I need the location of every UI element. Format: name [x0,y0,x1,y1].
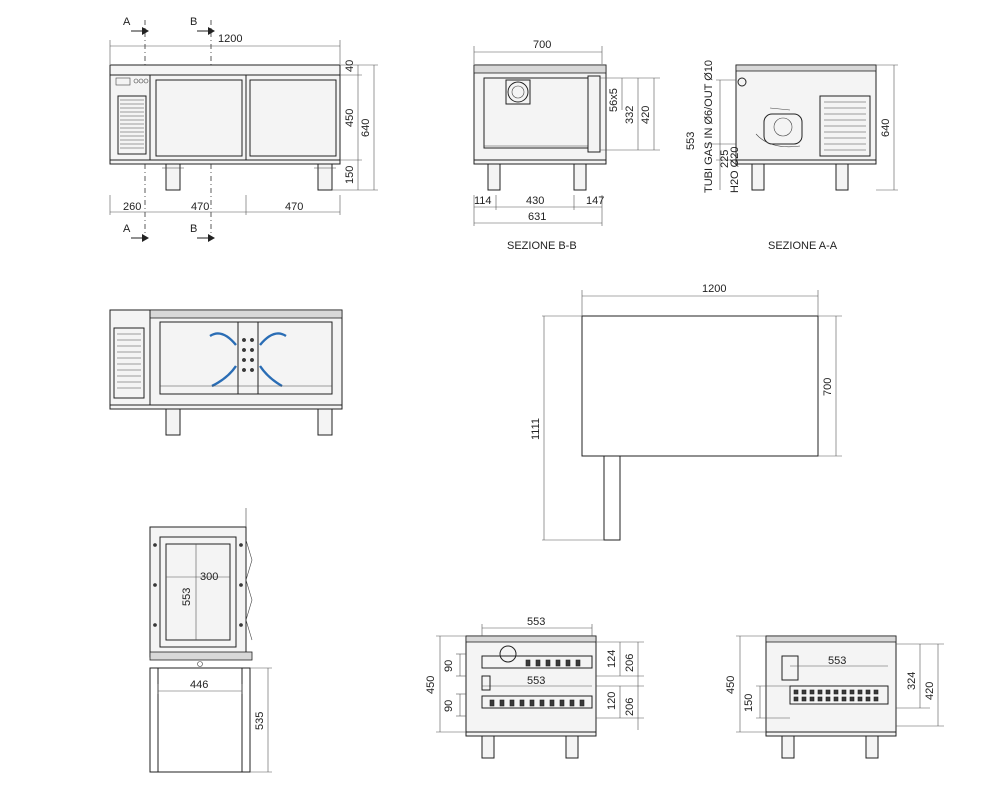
front-seg-left-label: 260 [123,201,141,213]
front-seg-right-label: 470 [285,201,303,213]
front-leg-height-label: 150 [344,166,356,184]
drawer-553-label: 553 [181,588,193,606]
bb-56x5-label: 56x5 [608,88,620,112]
tray2-right-420-label: 420 [924,682,936,700]
top-plan: 1200 700 1111 [530,283,842,541]
tray-view-1: 553 553 450 90 90 [425,616,644,759]
front-elevation: A B A B 1200 [109,16,378,242]
tray2-left-450-label: 450 [725,676,737,694]
bb-631-label: 631 [528,211,546,223]
tray2-553-label: 553 [828,655,846,667]
plan-width-label: 1200 [702,283,726,295]
section-marker-b-top: B [190,16,197,28]
aa-553-label: 553 [685,132,697,150]
drawer-535-label: 535 [254,712,266,730]
bb-332-label: 332 [624,106,636,124]
tray1-mid-553-label: 553 [527,675,545,687]
bb-section-title: SEZIONE B-B [507,240,577,252]
section-marker-a-bottom: A [123,223,131,235]
bb-420-label: 420 [640,106,652,124]
tray1-left-90-top-label: 90 [443,660,455,672]
plan-depth-label: 700 [822,378,834,396]
tray1-top-553-label: 553 [527,616,545,628]
tray1-right-206-top-label: 206 [624,654,636,672]
aa-225-label: 225 [719,150,731,168]
tray1-left-450-label: 450 [425,676,437,694]
tray1-right-124-label: 124 [606,650,618,668]
section-aa: 553 TUBI GAS IN Ø6/OUT Ø10 225 H2O Ø20 6… [685,60,898,252]
front-body-height-label: 450 [344,109,356,127]
drawer-300-label: 300 [200,571,218,583]
aa-section-title: SEZIONE A-A [768,240,838,252]
tray1-right-206-bottom-label: 206 [624,698,636,716]
aa-h2o-label: H2O Ø20 [729,147,741,193]
front-total-height-label: 640 [360,119,372,137]
section-bb: 700 56x5 332 420 114 430 147 631 SEZIONE… [473,39,660,252]
front-seg-mid-label: 470 [191,201,209,213]
tray1-right-120-label: 120 [606,692,618,710]
tray1-left-90-bottom-label: 90 [443,700,455,712]
aa-gas-pipes-label: TUBI GAS IN Ø6/OUT Ø10 [703,60,715,193]
bb-depth-label: 700 [533,39,551,51]
section-marker-b-bottom: B [190,223,197,235]
tray2-left-150-label: 150 [743,694,755,712]
bb-114-label: 114 [474,195,492,207]
tray2-right-324-label: 324 [906,672,918,690]
section-marker-a-top: A [123,16,131,28]
plan-total-label: 1111 [530,418,542,440]
front-width-label: 1200 [218,33,242,45]
aa-height-label: 640 [880,119,892,137]
drawer-446-label: 446 [190,679,208,691]
airflow-elevation [109,309,343,436]
drawer-section: 300 553 446 535 [149,508,272,773]
tray-view-2: 553 450 150 [725,635,944,759]
front-top-height-label: 40 [344,60,356,72]
bb-430-label: 430 [526,195,544,207]
bb-147-label: 147 [586,195,604,207]
